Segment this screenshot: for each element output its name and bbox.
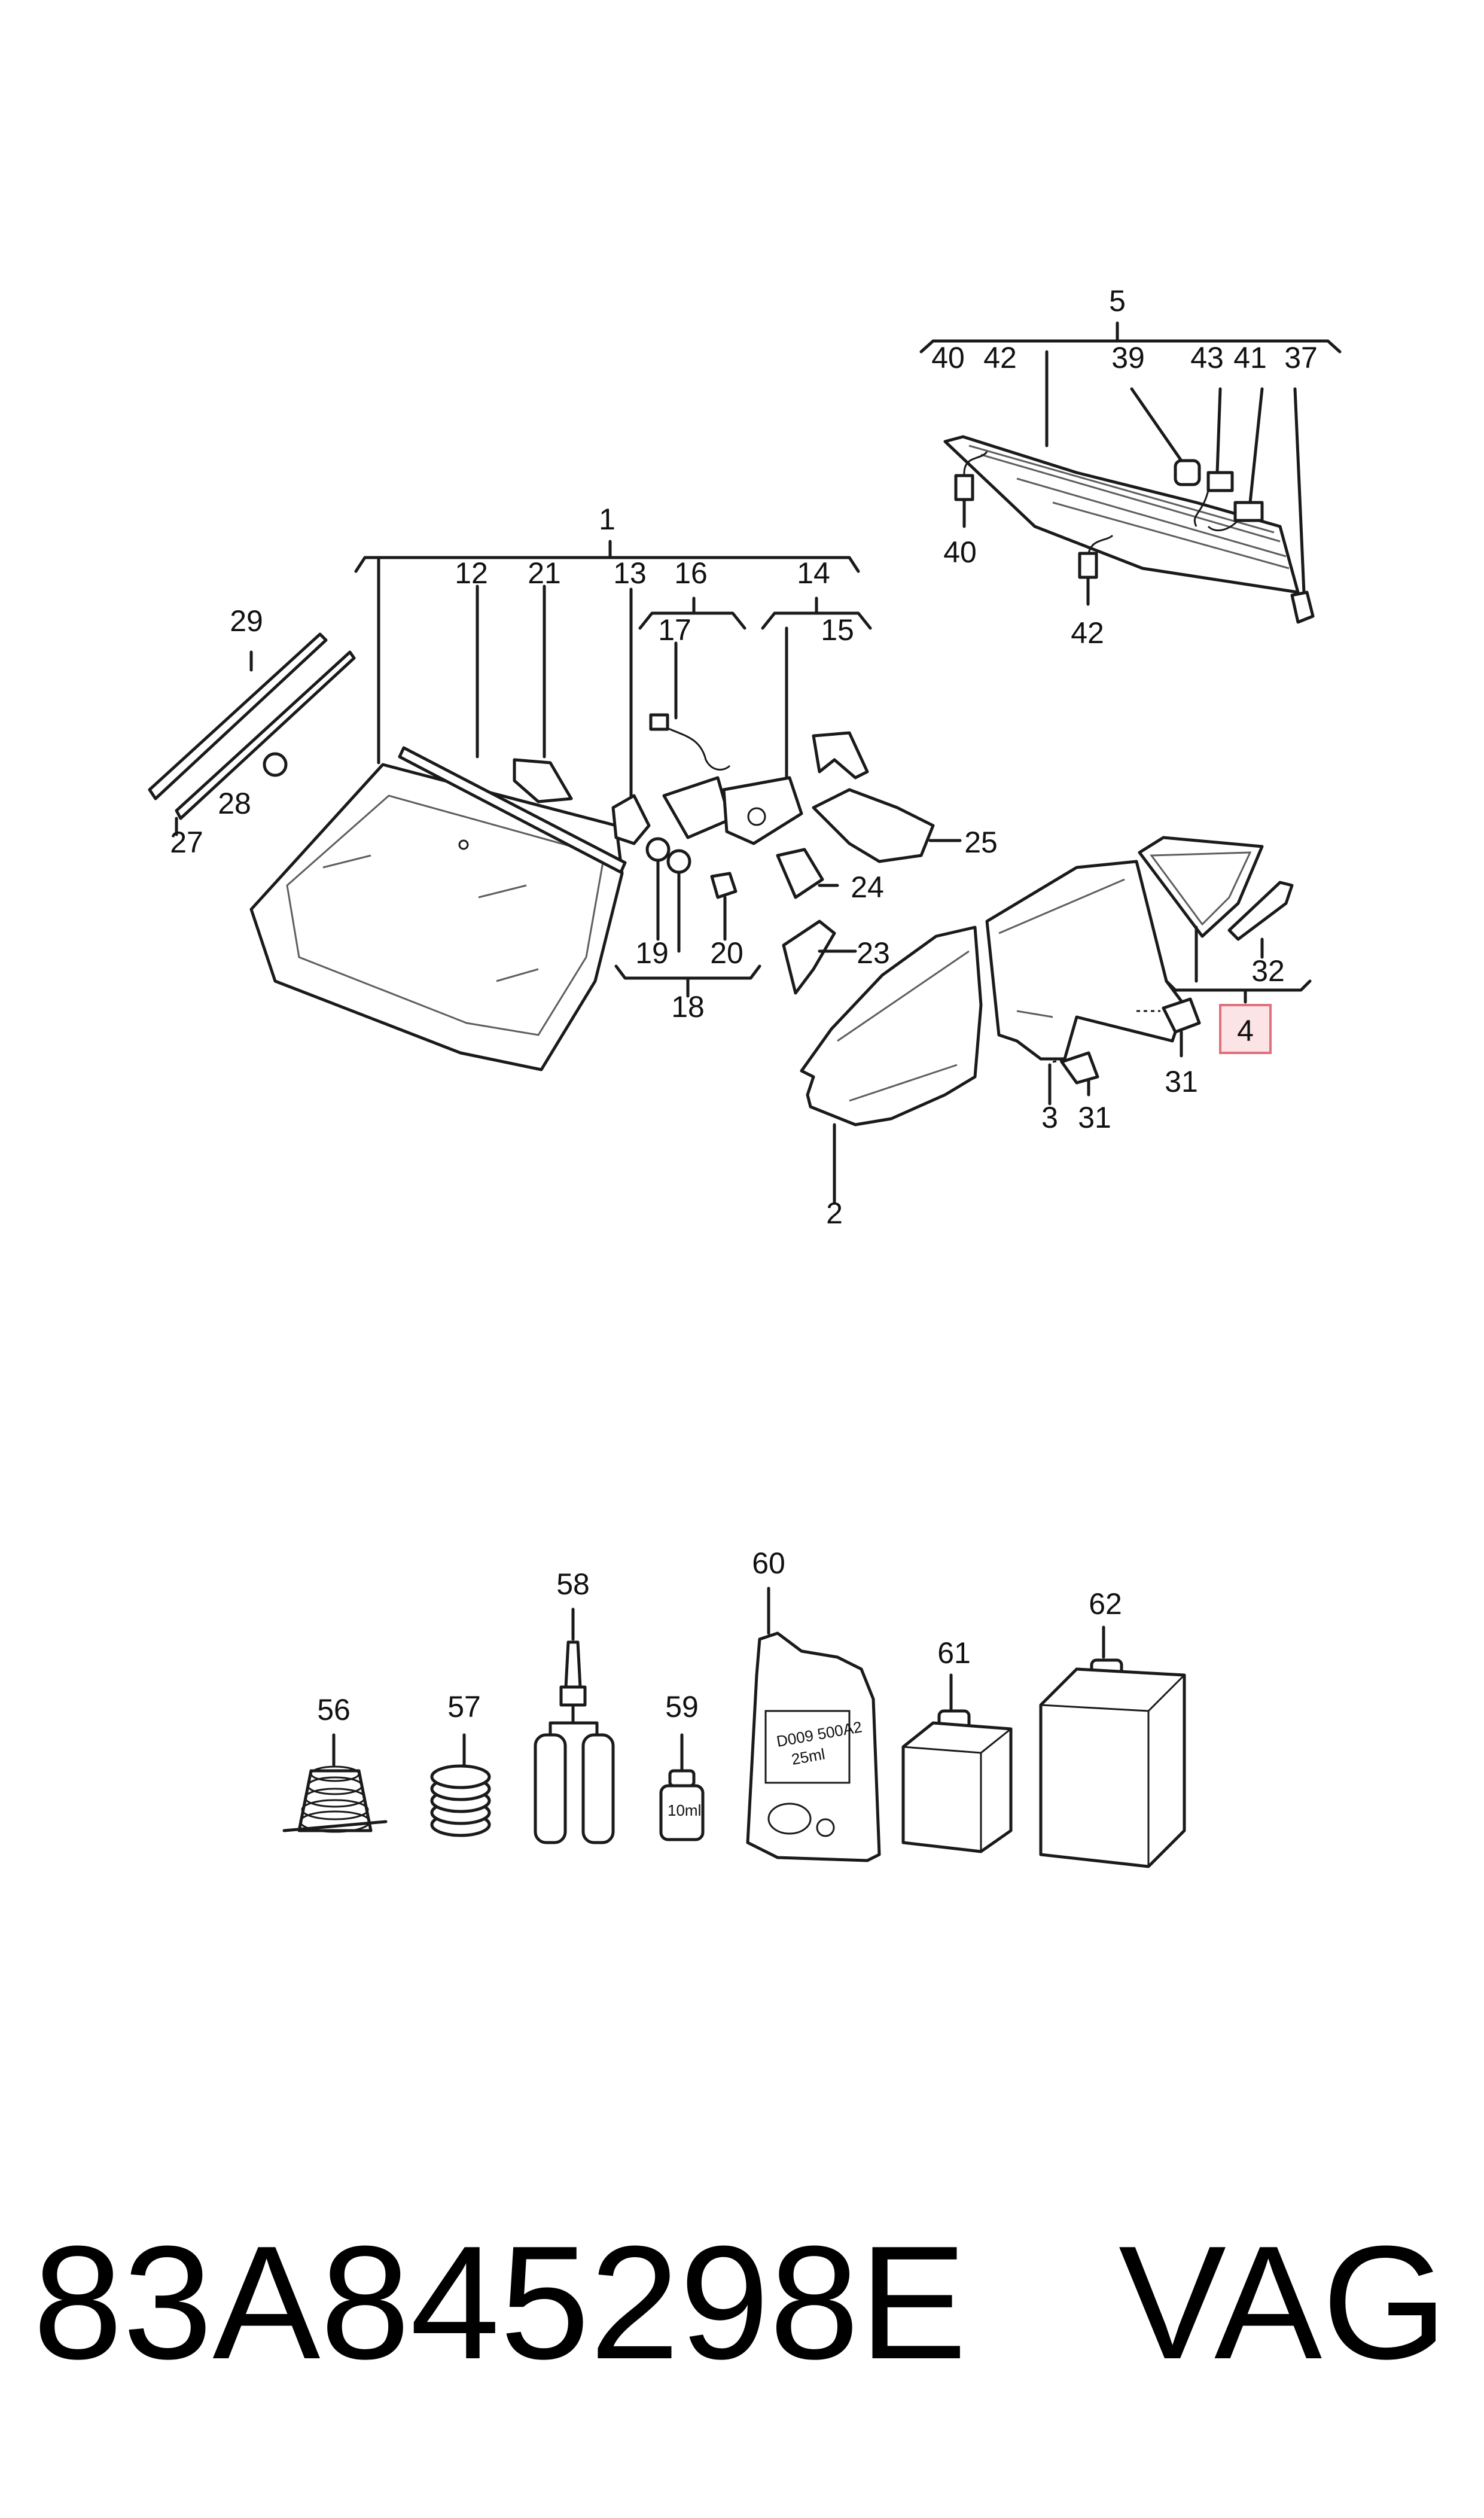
callout-42-top: 42 xyxy=(983,341,1017,374)
bottle-label: 10ml xyxy=(668,1801,701,1819)
callout-18: 18 xyxy=(671,990,705,1024)
part-2-front-door-glass xyxy=(800,925,983,1126)
rear-window-group xyxy=(919,321,1342,624)
callout-29: 29 xyxy=(230,604,263,638)
part-21-cover xyxy=(513,758,573,803)
callout-61: 61 xyxy=(937,1636,971,1670)
part-number: 83A845298E xyxy=(33,2213,967,2393)
part-20-clip xyxy=(710,872,738,899)
part-62-container xyxy=(1039,1658,1186,1868)
callout-31-right: 31 xyxy=(1165,1065,1198,1098)
callout-1: 1 xyxy=(599,503,615,536)
part-60-pouch: D009 500A2 25ml xyxy=(746,1631,881,1862)
callout-60: 60 xyxy=(752,1546,785,1580)
callout-56: 56 xyxy=(317,1693,351,1727)
part-41-connector xyxy=(1233,501,1264,522)
callout-32: 32 xyxy=(1251,954,1285,988)
part-4-quarter-glass xyxy=(1138,836,1264,938)
callout-24: 24 xyxy=(851,870,884,904)
part-12-trim xyxy=(398,746,627,874)
callout-57: 57 xyxy=(447,1690,481,1724)
callout-14: 14 xyxy=(797,556,830,590)
callout-3: 3 xyxy=(1041,1101,1058,1134)
callout-4: 4 xyxy=(1237,1014,1254,1048)
part-58-cartridge xyxy=(534,1640,615,1844)
part-15-bracket xyxy=(812,731,869,780)
callout-62: 62 xyxy=(1089,1587,1122,1621)
callout-43: 43 xyxy=(1190,341,1224,374)
part-56-spacer-cone xyxy=(282,1765,388,1833)
callout-19: 19 xyxy=(635,936,669,970)
callout-40-bottom: 40 xyxy=(943,535,977,569)
pillar-trim-group xyxy=(148,632,356,836)
windscreen-group xyxy=(249,540,860,1071)
callout-31-left: 31 xyxy=(1078,1101,1111,1134)
part-19-ring xyxy=(645,837,671,862)
callout-15: 15 xyxy=(821,613,854,647)
part-27-strip xyxy=(175,650,356,820)
part-43-connector xyxy=(1206,471,1234,492)
callout-17: 17 xyxy=(658,613,691,647)
part-13-bracket xyxy=(611,794,651,845)
part-23-clip xyxy=(782,919,836,995)
callout-59: 59 xyxy=(665,1690,699,1724)
callout-42-bottom: 42 xyxy=(1071,616,1104,650)
part-39-plug xyxy=(1174,459,1201,486)
callout-41: 41 xyxy=(1233,341,1267,374)
callout-21: 21 xyxy=(528,556,561,590)
part-32-seal xyxy=(1227,881,1294,941)
callout-labels: 5 40 42 39 43 41 37 40 42 1 12 21 13 16 … xyxy=(170,284,1318,1727)
mirror-bracket-group xyxy=(611,587,962,998)
part-61-container xyxy=(901,1709,1013,1853)
part-29-strip xyxy=(148,632,328,800)
callout-20: 20 xyxy=(710,936,743,970)
callout-27: 27 xyxy=(170,826,203,859)
callout-39: 39 xyxy=(1111,341,1145,374)
callout-4-highlight xyxy=(1219,1004,1272,1054)
callout-37: 37 xyxy=(1284,341,1318,374)
part-3-rear-door-glass xyxy=(985,860,1186,1061)
callout-23: 23 xyxy=(857,936,890,970)
part-25-mirror-cover xyxy=(812,788,935,863)
part-37-clip xyxy=(1290,590,1315,624)
callout-40-top: 40 xyxy=(931,341,965,374)
callout-25: 25 xyxy=(964,826,998,859)
callout-2: 2 xyxy=(826,1196,843,1230)
brand-name: VAG xyxy=(1119,2213,1448,2393)
callout-28: 28 xyxy=(218,787,251,820)
part-59-bottle: 10ml xyxy=(659,1769,705,1841)
callout-5: 5 xyxy=(1109,284,1126,318)
callout-16: 16 xyxy=(674,556,708,590)
part-24-clip xyxy=(776,848,824,899)
callout-13: 13 xyxy=(613,556,647,590)
part-57-spacer-coil xyxy=(430,1764,491,1837)
callout-12: 12 xyxy=(455,556,488,590)
part-16-cover xyxy=(662,776,732,839)
callout-58: 58 xyxy=(556,1567,590,1601)
door-glass-group xyxy=(800,836,1312,1204)
part-28-clip xyxy=(263,752,288,777)
accessories-group: 10ml D009 500A2 25ml xyxy=(282,1587,1186,1868)
